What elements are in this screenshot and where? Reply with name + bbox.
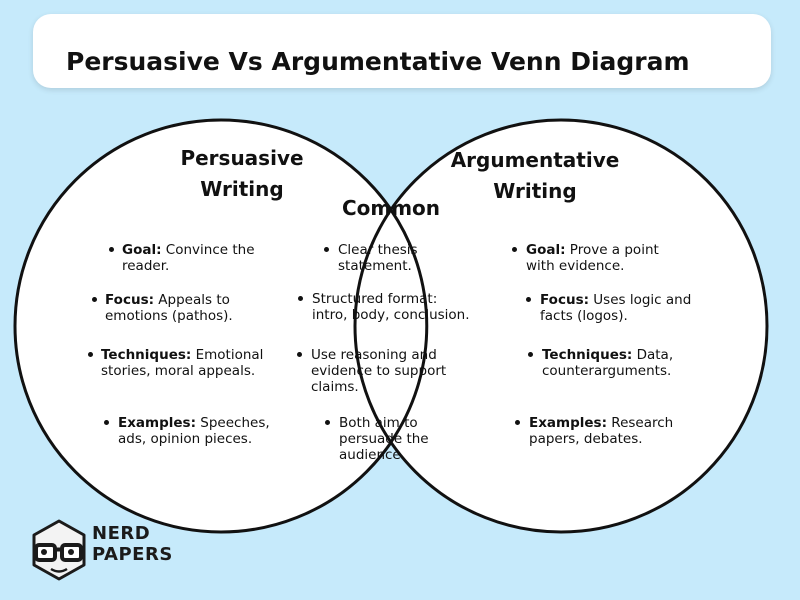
bullet bbox=[104, 420, 109, 425]
common-item-line: claims. bbox=[311, 379, 359, 395]
left-circle-outline-front bbox=[389, 209, 429, 443]
common-item-persuade: Both aim to persuade the audience. bbox=[339, 415, 429, 463]
goal-label: Goal: bbox=[526, 242, 566, 258]
bullet bbox=[298, 296, 303, 301]
focus-text-line2: emotions (pathos). bbox=[105, 308, 233, 324]
common-item-line: evidence to support bbox=[311, 363, 447, 379]
common-item-structure: Structured format: intro, body, conclusi… bbox=[312, 291, 470, 323]
goal-text-line2: with evidence. bbox=[526, 258, 625, 274]
focus-text-line2: facts (logos). bbox=[540, 308, 628, 324]
focus-label: Focus: bbox=[540, 292, 589, 308]
bullet bbox=[297, 352, 302, 357]
goal-text-line1: Convince the bbox=[165, 242, 255, 258]
goal-text-line1: Prove a point bbox=[569, 242, 659, 258]
persuasive-focus: Focus: Appeals to emotions (pathos). bbox=[105, 292, 233, 324]
examples-label: Examples: bbox=[118, 415, 196, 431]
logo-line2: PAPERS bbox=[92, 544, 173, 565]
bullet bbox=[92, 297, 97, 302]
logo-text: NERD PAPERS bbox=[92, 523, 173, 565]
common-item-line: statement. bbox=[338, 258, 412, 274]
persuasive-heading-line2: Writing bbox=[200, 177, 284, 201]
techniques-text-line1: Emotional bbox=[195, 347, 264, 363]
common-item-line: Structured format: bbox=[312, 291, 438, 307]
common-item-line: persuade the bbox=[339, 431, 429, 447]
persuasive-goal: Goal: Convince the reader. bbox=[122, 242, 255, 274]
bullet bbox=[324, 247, 329, 252]
persuasive-examples: Examples: Speeches, ads, opinion pieces. bbox=[118, 415, 270, 447]
techniques-text-line1: Data, bbox=[636, 347, 674, 363]
argumentative-heading-line1: Argumentative bbox=[450, 148, 620, 172]
argumentative-heading: Argumentative Writing bbox=[430, 145, 640, 207]
page-title: Persuasive Vs Argumentative Venn Diagram bbox=[66, 47, 690, 76]
argumentative-heading-line2: Writing bbox=[493, 179, 577, 203]
title-box: Persuasive Vs Argumentative Venn Diagram bbox=[33, 14, 771, 88]
persuasive-techniques: Techniques: Emotional stories, moral app… bbox=[101, 347, 263, 379]
bullet bbox=[528, 352, 533, 357]
focus-text-line1: Appeals to bbox=[158, 292, 230, 308]
bullet bbox=[526, 297, 531, 302]
common-item-line: Clear thesis bbox=[338, 242, 418, 258]
argumentative-focus: Focus: Uses logic and facts (logos). bbox=[540, 292, 691, 324]
argumentative-goal: Goal: Prove a point with evidence. bbox=[526, 242, 659, 274]
bullet bbox=[88, 352, 93, 357]
right-circle bbox=[353, 118, 769, 534]
focus-text-line1: Uses logic and bbox=[593, 292, 692, 308]
bullet bbox=[515, 420, 520, 425]
examples-text-line2: ads, opinion pieces. bbox=[118, 431, 253, 447]
examples-label: Examples: bbox=[529, 415, 607, 431]
common-item-line: audience. bbox=[339, 447, 406, 463]
common-item-line: Use reasoning and bbox=[311, 347, 437, 363]
bullet bbox=[109, 247, 114, 252]
persuasive-heading-line1: Persuasive bbox=[180, 146, 304, 170]
common-heading: Common bbox=[341, 196, 441, 220]
techniques-text-line2: counterarguments. bbox=[542, 363, 672, 379]
examples-text-line1: Research bbox=[611, 415, 674, 431]
focus-label: Focus: bbox=[105, 292, 154, 308]
bullet bbox=[325, 420, 330, 425]
common-item-thesis: Clear thesis statement. bbox=[338, 242, 418, 274]
common-item-reasoning: Use reasoning and evidence to support cl… bbox=[311, 347, 446, 395]
examples-text-line2: papers, debates. bbox=[529, 431, 643, 447]
examples-text-line1: Speeches, bbox=[200, 415, 270, 431]
techniques-text-line2: stories, moral appeals. bbox=[101, 363, 256, 379]
persuasive-heading: Persuasive Writing bbox=[140, 143, 344, 205]
nerd-papers-logo: NERD PAPERS bbox=[28, 519, 178, 581]
goal-label: Goal: bbox=[122, 242, 162, 258]
techniques-label: Techniques: bbox=[542, 347, 633, 363]
common-item-line: Both aim to bbox=[339, 415, 418, 431]
nerd-glasses-icon bbox=[32, 519, 86, 581]
techniques-label: Techniques: bbox=[101, 347, 192, 363]
argumentative-techniques: Techniques: Data, counterarguments. bbox=[542, 347, 673, 379]
logo-line1: NERD bbox=[92, 523, 151, 544]
argumentative-examples: Examples: Research papers, debates. bbox=[529, 415, 673, 447]
bullet bbox=[512, 247, 517, 252]
common-item-line: intro, body, conclusion. bbox=[312, 307, 470, 323]
goal-text-line2: reader. bbox=[122, 258, 170, 274]
